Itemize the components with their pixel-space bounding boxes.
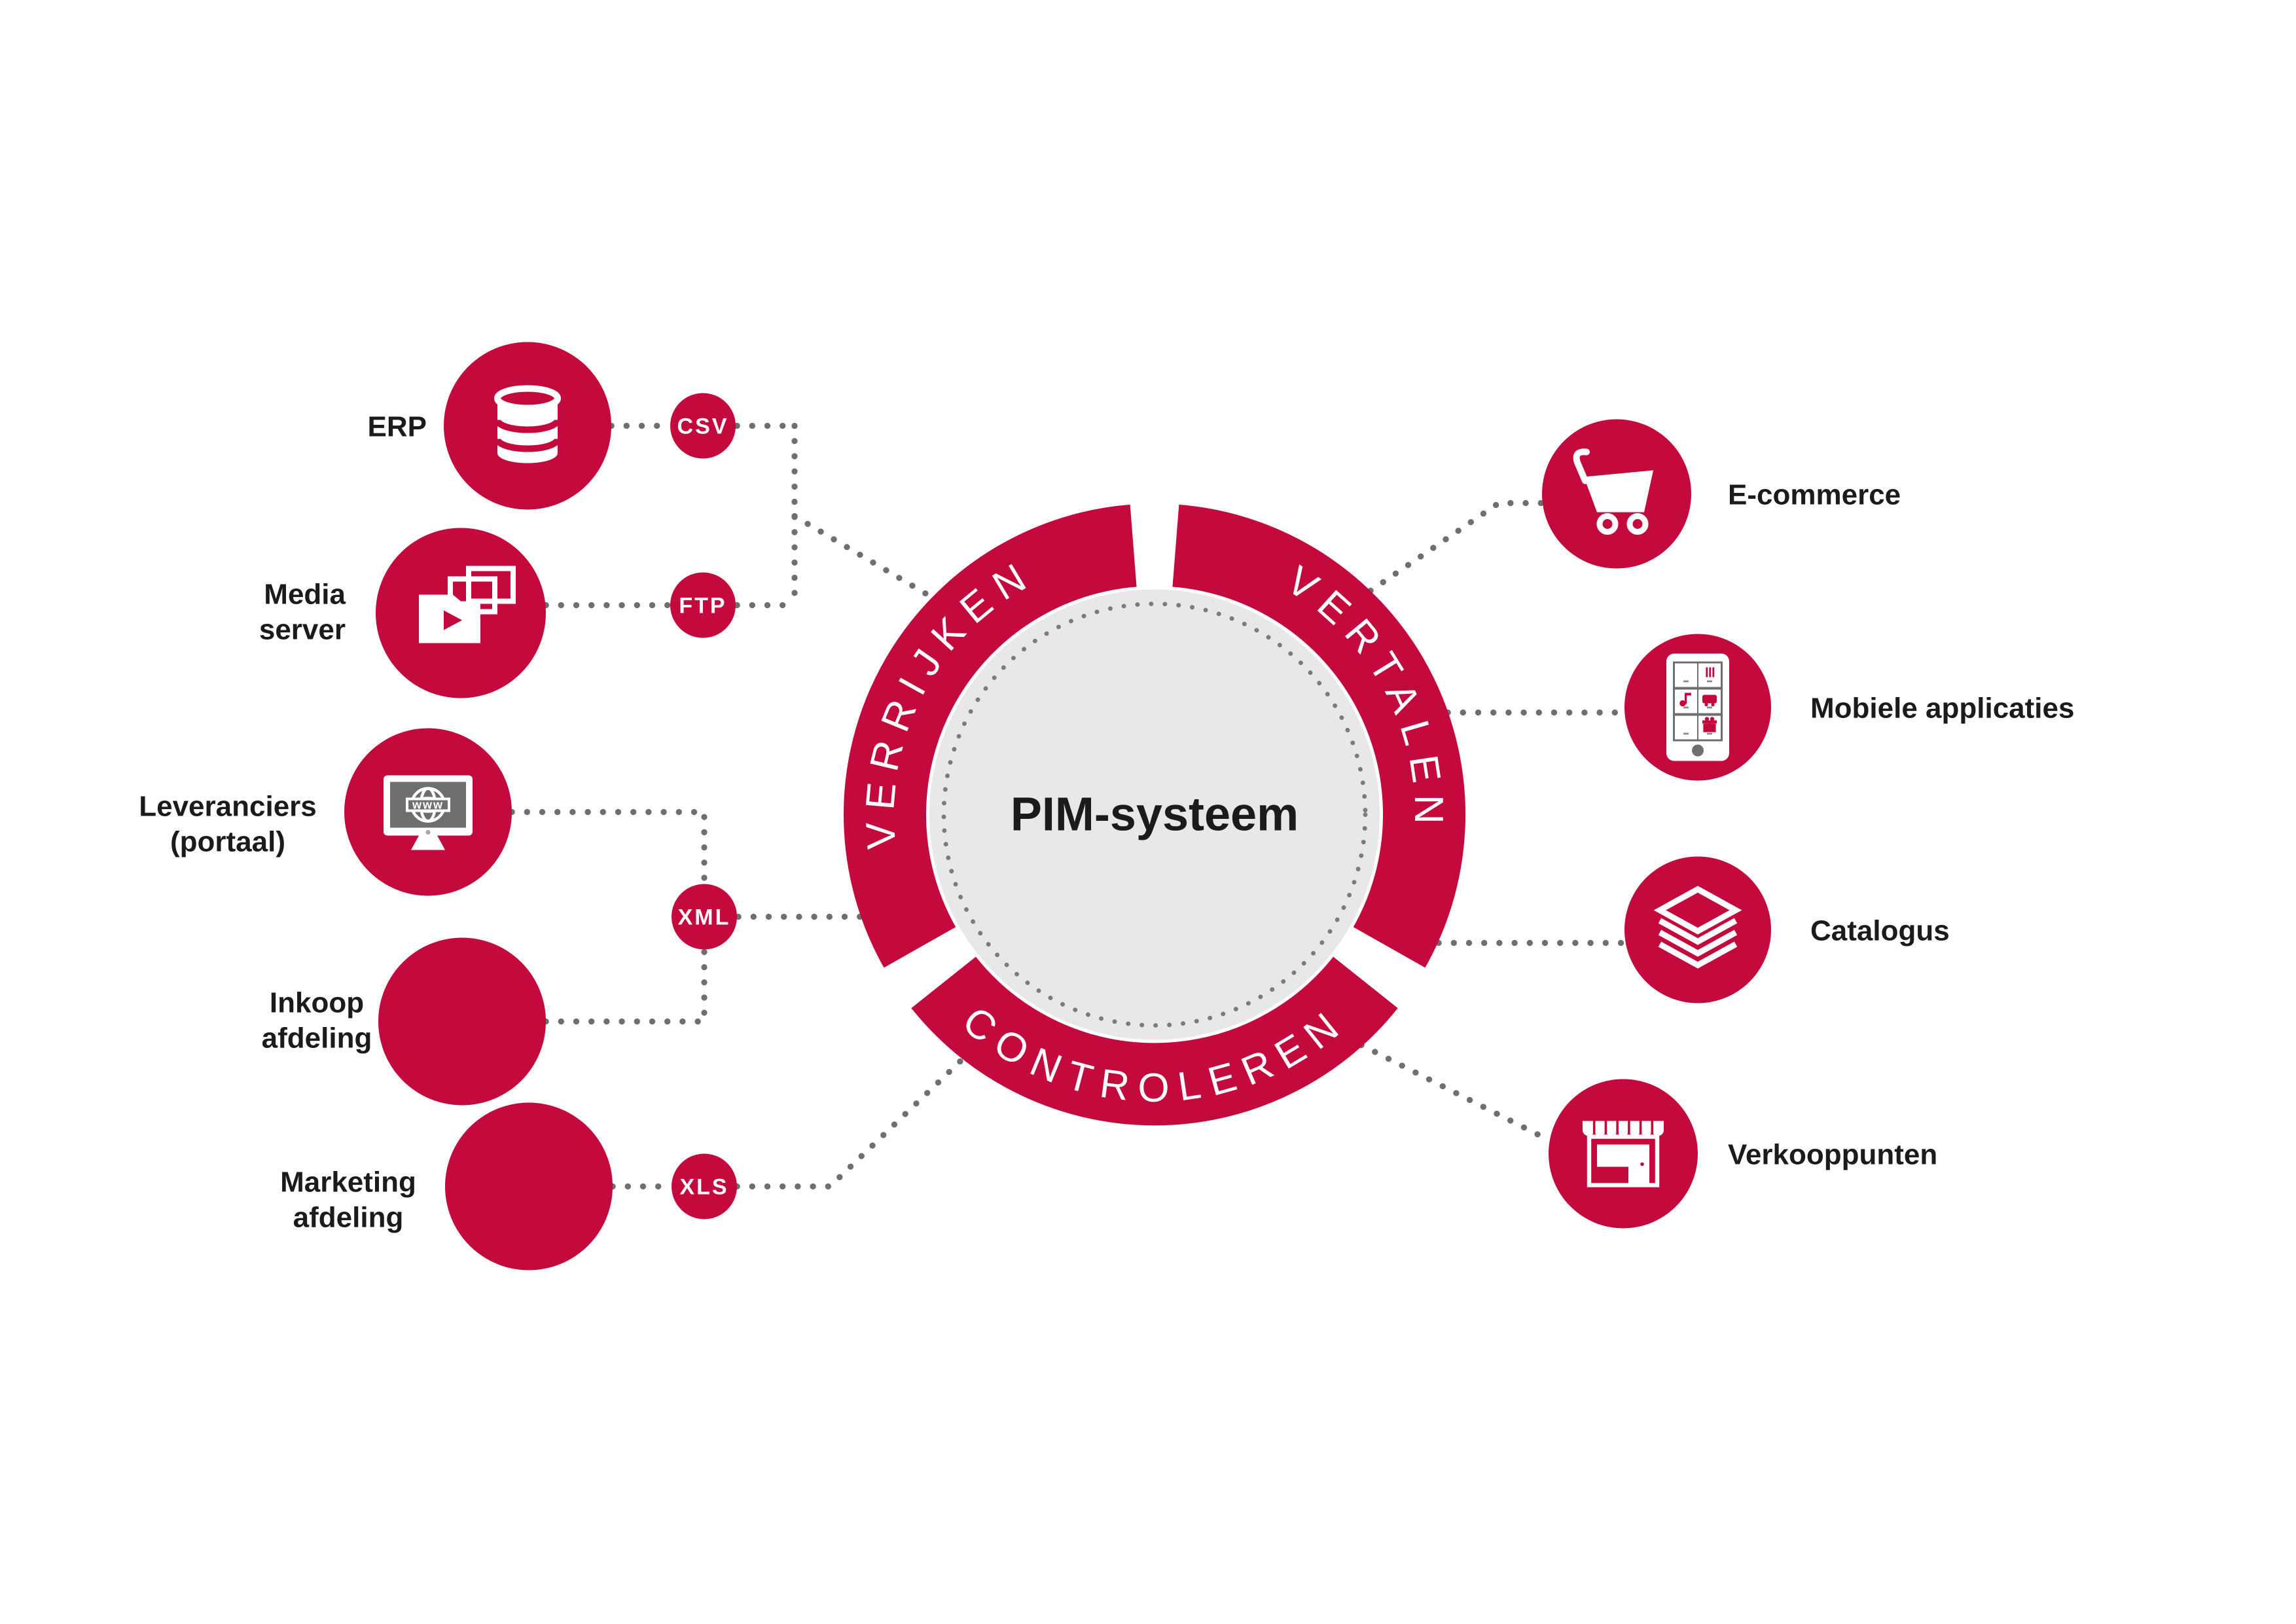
source-node-erp: ERP <box>368 342 611 510</box>
ftp-badge-label: FTP <box>679 594 726 619</box>
verkooppunten-label: Verkooppunten <box>1728 1139 1937 1171</box>
www-icon-text: www <box>412 799 444 812</box>
csv-badge-label: CSV <box>677 414 729 439</box>
xml-badge-circle <box>672 884 737 950</box>
source-node-media-server: Media server <box>259 528 546 698</box>
inkoop-circle <box>378 937 546 1106</box>
output-node-mobiele-applicaties: Mobiele applicaties <box>1624 634 2074 781</box>
storefront-icon <box>1583 1121 1664 1187</box>
xls-badge-label: XLS <box>679 1175 728 1200</box>
inkoop-label-line1: Inkoop <box>270 987 364 1019</box>
connector-inkoop-xml <box>543 947 708 1025</box>
shopping-cart-icon <box>1573 448 1653 535</box>
media-server-label-line1: Media <box>264 579 346 611</box>
format-badge-xls: XLS <box>672 1153 737 1219</box>
layers-icon <box>1653 886 1742 969</box>
marketing-label-line2: afdeling <box>293 1202 404 1234</box>
xml-badge-label: XML <box>678 905 731 930</box>
connector-xls-ring <box>734 1057 964 1190</box>
ring-segment-verrijken <box>844 504 1138 968</box>
catalogus-label: Catalogus <box>1810 915 1950 947</box>
connector-junction-ring <box>791 513 935 601</box>
ring-segment-controleren <box>911 956 1398 1126</box>
leveranciers-label-line2: (portaal) <box>170 826 285 858</box>
connector-ring-ecommerce <box>1367 499 1545 594</box>
marketing-label-line1: Marketing <box>280 1166 416 1199</box>
media-server-label-line2: server <box>259 614 346 646</box>
pim-ring: VERRIJKEN VERTALEN CONTROLEREN PIM-syste… <box>844 504 1465 1126</box>
source-node-leveranciers: www Leveranciers (portaal) <box>139 728 512 896</box>
xls-badge-circle <box>672 1153 737 1219</box>
marketing-circle <box>445 1102 613 1271</box>
ring-inner-circle <box>929 589 1380 1040</box>
ring-inner-dotted-border <box>941 602 1368 1028</box>
source-node-marketing: Marketing afdeling <box>280 1102 613 1271</box>
format-badge-xml: XML <box>672 884 737 950</box>
ftp-badge-circle <box>670 572 736 638</box>
www-monitor-icon: www <box>384 775 473 850</box>
connections <box>509 422 1629 1190</box>
pim-system-title: PIM-systeem <box>1011 789 1299 841</box>
connector-ring-verkooppunten <box>1358 1041 1553 1144</box>
media-files-icon <box>419 566 516 643</box>
format-badge-ftp: FTP <box>670 572 736 638</box>
output-node-verkooppunten: Verkooppunten <box>1549 1079 1937 1229</box>
csv-badge-circle <box>670 393 736 459</box>
connector-leveranciers-xml <box>509 808 708 886</box>
output-node-catalogus: Catalogus <box>1624 856 1950 1003</box>
ecommerce-label: E-commerce <box>1728 479 1901 511</box>
output-node-ecommerce: E-commerce <box>1542 419 1901 569</box>
inkoop-label-line2: afdeling <box>262 1022 372 1055</box>
smartphone-icon <box>1666 653 1729 761</box>
mobiele-label: Mobiele applicaties <box>1810 693 2074 725</box>
leveranciers-label-line1: Leveranciers <box>139 791 317 823</box>
source-node-inkoop: Inkoop afdeling <box>262 937 546 1106</box>
erp-label: ERP <box>368 411 427 443</box>
format-badge-csv: CSV <box>670 393 736 459</box>
database-icon <box>494 385 561 463</box>
ring-segment-vertalen <box>1172 504 1465 968</box>
